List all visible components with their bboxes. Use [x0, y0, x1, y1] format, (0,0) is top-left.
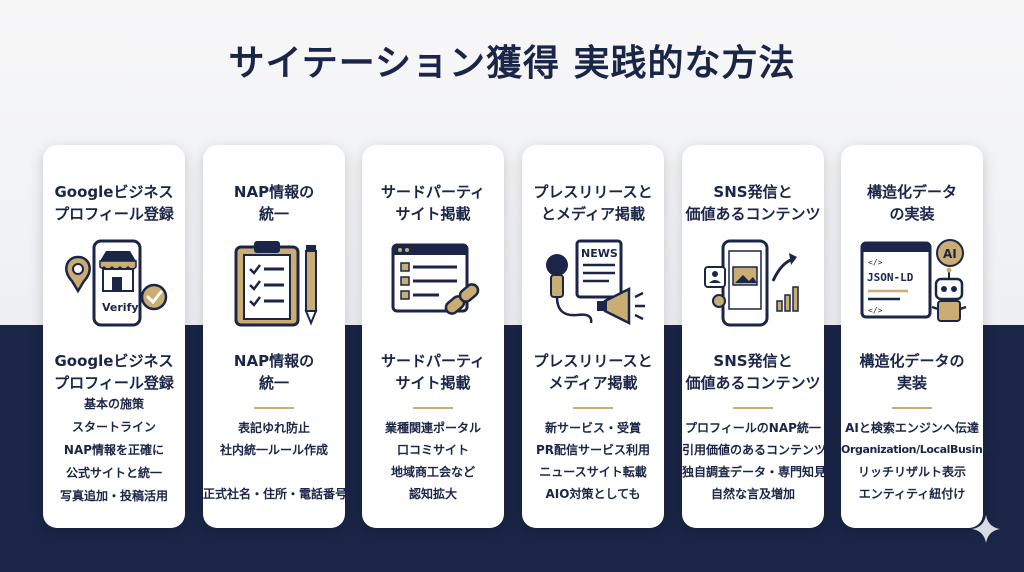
card-heading: SNS発信と 価値あるコンテンツ	[685, 183, 821, 223]
card-sns-content: SNS発信と 価値あるコンテンツ SNS発信と 価値あるコンテンツ プロフィール…	[682, 145, 827, 528]
card-title: プレスリリースと メディア掲載	[533, 352, 653, 392]
card-title: SNS発信と 価値あるコンテンツ	[685, 352, 821, 392]
card-item-list: 基本の施策 スタートライン NAP情報を正確に 公式サイトと統一 写真追加・投稿…	[43, 393, 185, 508]
clipboard-checklist-icon	[234, 241, 318, 327]
listing-link-icon	[391, 243, 480, 315]
sparkle-icon	[972, 515, 1000, 543]
card-item: 認知拡大	[408, 487, 457, 501]
card-item-list: AIと検索エンジンへ伝達 Organization/LocalBusiness …	[841, 417, 1002, 505]
json-ld-ai-robot-icon: </> JSON-LD </> AI	[860, 239, 967, 322]
card-divider	[573, 407, 613, 409]
card-heading: サードパーティ サイト掲載	[380, 183, 486, 223]
card-item-spacer	[203, 461, 345, 483]
card-item: エンティティ紐付け	[858, 487, 966, 501]
card-heading: Googleビジネス プロフィール登録	[54, 183, 174, 223]
code-tag-label: </>	[868, 258, 883, 267]
news-label: NEWS	[581, 247, 618, 260]
card-item: スタートライン	[71, 420, 156, 434]
google-business-verify-icon: Verify	[65, 239, 168, 327]
card-third-party-listing: サードパーティ サイト掲載 サードパーティ サイト掲載 業種関連ポータル 口コミ…	[362, 145, 504, 528]
card-item: ニュースサイト転載	[539, 465, 647, 479]
card-item: 業種関連ポータル	[384, 421, 481, 435]
verify-label: Verify	[102, 301, 139, 314]
card-item-list: 新サービス・受賞 PR配信サービス利用 ニュースサイト転載 AIO対策としても	[522, 417, 664, 505]
card-item: NAP情報を正確に	[63, 443, 165, 457]
card-title: 構造化データの 実装	[859, 352, 965, 392]
card-item: 正式社名・住所・電話番号	[203, 487, 348, 501]
card-item-list: 業種関連ポータル 口コミサイト 地域商工会など 認知拡大	[362, 417, 504, 505]
card-item: 社内統一ルール作成	[219, 443, 328, 457]
card-item: AIO対策としても	[545, 487, 641, 501]
card-divider	[733, 407, 773, 409]
card-item: 自然な言及増加	[710, 487, 795, 501]
card-divider	[892, 407, 932, 409]
card-item: Organization/LocalBusiness	[841, 443, 1002, 456]
card-item: 引用価値のあるコンテンツ	[682, 443, 827, 457]
card-nap-unification: NAP情報の 統一 NAP情報の 統一 表記ゆれ防止 社内統一ルール作成 正式社…	[203, 145, 348, 528]
card-item: 新サービス・受賞	[544, 421, 641, 435]
news-microphone-megaphone-icon: NEWS	[546, 239, 645, 326]
card-title: NAP情報の 統一	[233, 352, 315, 392]
card-item: 表記ゆれ防止	[237, 421, 310, 435]
card-title: サードパーティ サイト掲載	[380, 352, 486, 392]
card-heading: プレスリリースと とメディア掲載	[533, 183, 653, 223]
card-item: 口コミサイト	[396, 443, 469, 457]
card-item: プロフィールのNAP統一	[685, 421, 821, 435]
card-press-release: プレスリリースと とメディア掲載 NEWS プレスリリースと メディア掲載 新サ…	[522, 145, 664, 528]
card-item-list: 表記ゆれ防止 社内統一ルール作成 正式社名・住所・電話番号	[203, 417, 348, 505]
card-item: 公式サイトと統一	[65, 466, 162, 480]
card-structured-data: 構造化データ の実装 </> JSON-LD </> AI 構造化データの 実装…	[841, 145, 1002, 528]
card-item: PR配信サービス利用	[535, 443, 651, 457]
card-item: 基本の施策	[83, 397, 144, 411]
json-ld-label: JSON-LD	[867, 271, 914, 284]
card-item: AIと検索エンジンへ伝達	[845, 421, 979, 435]
smartphone-sns-growth-icon	[704, 239, 799, 327]
page-title: サイテーション獲得 実践的な方法	[228, 43, 796, 84]
card-divider	[413, 407, 453, 409]
card-google-business: Googleビジネス プロフィール登録 Verify Googleビジネス プロ…	[43, 145, 185, 528]
card-title: Googleビジネス プロフィール登録	[54, 352, 174, 392]
card-heading: 構造化データ の実装	[866, 183, 957, 223]
card-item: 地域商工会など	[390, 465, 475, 479]
card-item: リッチリザルト表示	[857, 465, 966, 479]
card-item: 独自調査データ・専門知見	[682, 465, 827, 479]
card-item-list: プロフィールのNAP統一 引用価値のあるコンテンツ 独自調査データ・専門知見 自…	[682, 417, 827, 505]
code-tag-label: </>	[868, 306, 883, 315]
ai-badge-label: AI	[943, 247, 957, 261]
card-item: 写真追加・投稿活用	[59, 489, 168, 503]
card-heading: NAP情報の 統一	[233, 183, 315, 223]
card-divider	[254, 407, 294, 409]
